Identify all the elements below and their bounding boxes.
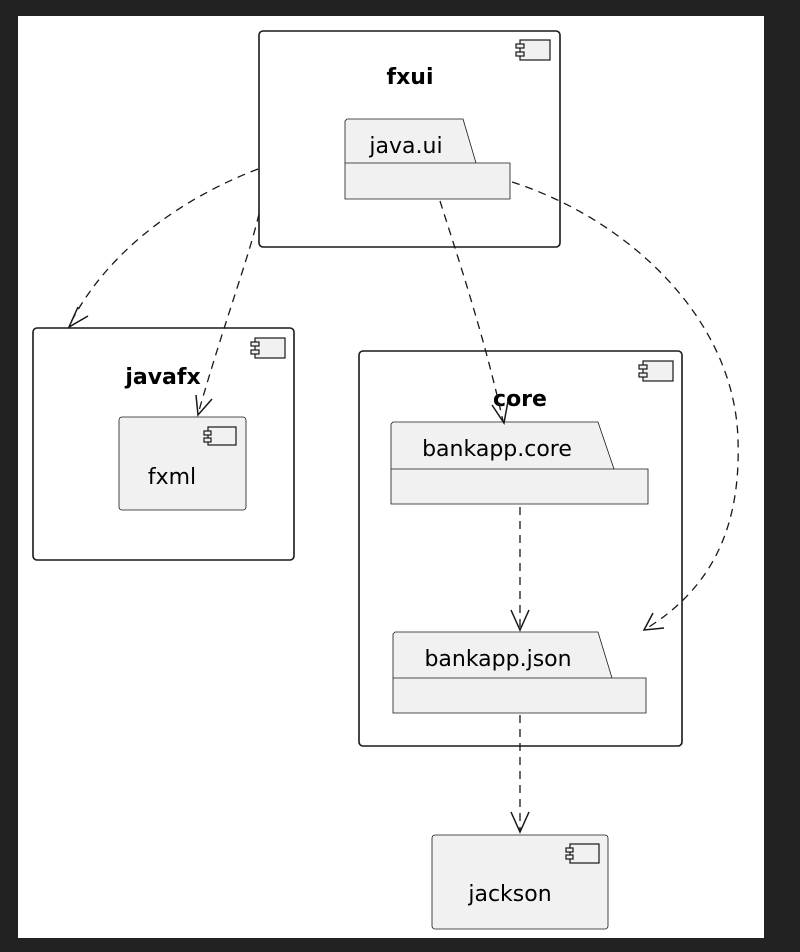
component-icon	[565, 843, 600, 864]
dependency-javaui-bankapp-json	[511, 181, 739, 631]
package-java-ui: java.ui	[344, 118, 511, 200]
component-title: fxui	[387, 65, 434, 90]
package-label: java.ui	[368, 134, 442, 159]
component-icon	[638, 360, 674, 382]
dependency-fxui-fxml	[195, 213, 260, 417]
component-jackson: jackson	[431, 834, 609, 930]
component-diagram: fxui java.ui javafx fxml c	[32, 30, 739, 930]
component-icon	[515, 39, 551, 61]
component-title: javafx	[124, 365, 200, 390]
package-label: bankapp.json	[424, 647, 571, 672]
package-bankapp-core: bankapp.core	[390, 421, 649, 505]
dependency-javaui-core	[439, 200, 509, 425]
component-fxml: fxml	[118, 416, 247, 511]
dependency-fxui-javafx	[67, 168, 259, 329]
diagram-canvas: fxui java.ui javafx fxml c	[18, 16, 764, 938]
package-label: bankapp.core	[422, 437, 572, 462]
component-icon	[203, 426, 237, 446]
dependency-core-json	[510, 507, 530, 632]
package-bankapp-json: bankapp.json	[392, 631, 647, 714]
component-title: core	[493, 387, 547, 412]
component-label: fxml	[148, 465, 196, 490]
component-icon	[250, 337, 286, 359]
dependency-json-jackson	[510, 715, 530, 834]
component-label: jackson	[467, 882, 551, 907]
